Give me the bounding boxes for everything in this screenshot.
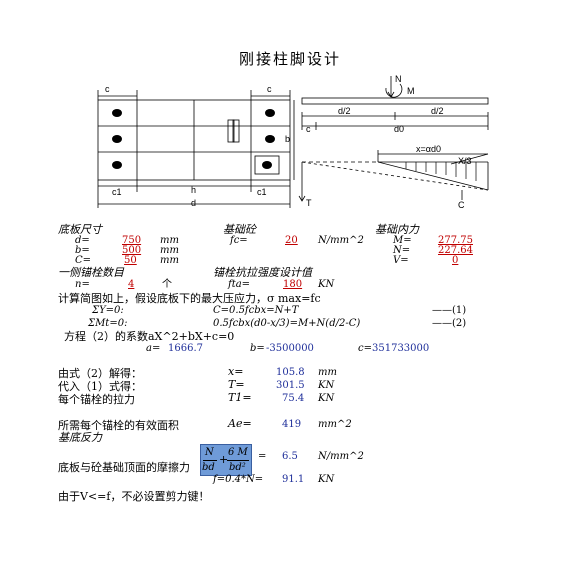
base-c-value[interactable]: 50: [124, 255, 137, 266]
pressure-unit: N/mm^2: [318, 451, 364, 462]
anchor-strength-label: fta=: [228, 279, 251, 290]
base-d-label: d=: [75, 235, 90, 246]
base-size-heading: 底板尺寸: [58, 223, 102, 236]
eq2-tag: ——(2): [432, 318, 467, 329]
force-m-value[interactable]: 277.75: [438, 235, 473, 246]
result-t-sym: T=: [228, 378, 245, 391]
result-t1-sym: T1=: [228, 391, 252, 404]
eq1-lhs: ΣY=0:: [92, 305, 124, 316]
formula-plus: +: [219, 453, 229, 466]
elev-dim-d-half-left: d/2: [338, 106, 351, 116]
anchor-strength-value[interactable]: 180: [283, 279, 303, 290]
base-d-value[interactable]: 750: [122, 235, 142, 246]
result-t-unit: KN: [318, 380, 335, 391]
result-t-desc: 代入（1）式得：: [58, 380, 142, 393]
coef-a-value: 1666.7: [168, 343, 203, 354]
friction-sym: f=0.4*N=: [213, 474, 264, 485]
anchor-count-heading: 一侧锚栓数目: [58, 266, 124, 279]
formula-den2: bd²: [229, 462, 246, 473]
coef-a-label: a=: [146, 343, 161, 354]
formula-num1: N: [205, 447, 214, 458]
formula-bar2: [227, 460, 249, 461]
force-n-label: N=: [393, 245, 411, 256]
result-x-sym: x=: [228, 365, 244, 378]
plan-dim-b: b: [285, 134, 290, 144]
base-b-label: b=: [75, 245, 90, 256]
coef-b-label: b=: [250, 343, 265, 354]
eq2-lhs: ΣMt=0:: [88, 318, 128, 329]
anchor-strength-unit: KN: [318, 279, 335, 290]
friction-value: 91.1: [282, 474, 305, 485]
plan-dim-c-right: c: [267, 84, 272, 94]
result-x-unit: mm: [318, 367, 337, 378]
elev-dim-x3: X/3: [458, 156, 472, 166]
elev-dim-x: x=αd0: [416, 144, 441, 154]
conclusion: 由于V<=f，不必设置剪力键！: [58, 490, 210, 503]
result-x-value: 105.8: [276, 367, 305, 378]
formula-bar1: [203, 460, 217, 461]
page-title: 刚接柱脚设计: [239, 50, 342, 68]
force-n-value[interactable]: 227.64: [438, 245, 473, 256]
plan-dim-c-left: c: [105, 84, 110, 94]
coef-c-label: c=: [358, 343, 372, 354]
eq1-tag: ——(1): [432, 305, 467, 316]
eq1-rhs: C=0.5fcbx=N+T: [213, 305, 299, 316]
area-desc: 所需每个锚栓的有效面积: [58, 419, 179, 432]
coef-intro: 方程（2）的系数aX^2+bX+c=0: [64, 330, 235, 343]
base-b-unit: mm: [160, 245, 179, 256]
friction-unit: KN: [318, 474, 335, 485]
reaction-heading: 基底反力: [58, 431, 102, 444]
elev-label-c: C: [458, 200, 465, 210]
concrete-value[interactable]: 20: [285, 235, 298, 246]
pressure-value: 6.5: [282, 451, 298, 462]
result-t1-value: 75.4: [282, 393, 305, 404]
calc-note: 计算简图如上，假设底板下的最大压应力，σ max=fc: [58, 292, 321, 305]
elev-label-n: N: [395, 74, 402, 84]
force-m-label: M=: [393, 235, 412, 246]
elev-label-m: M: [407, 86, 415, 96]
elev-dim-d-half-right: d/2: [431, 106, 444, 116]
coef-c-value: 351733000: [372, 343, 430, 354]
anchor-count-value[interactable]: 4: [128, 279, 135, 290]
anchor-count-label: n=: [75, 279, 90, 290]
result-x-desc: 由式（2）解得：: [58, 367, 142, 380]
result-t1-unit: KN: [318, 393, 335, 404]
result-t-value: 301.5: [276, 380, 305, 391]
base-d-unit: mm: [160, 235, 179, 246]
friction-desc: 底板与砼基础顶面的摩擦力: [58, 461, 190, 474]
elev-dim-d0: d0: [394, 124, 404, 134]
force-v-value[interactable]: 0: [452, 255, 459, 266]
base-plate-plan-diagram: c c b c1 h c1 d: [97, 84, 295, 208]
pressure-formula: N bd + 6 M bd²: [200, 444, 252, 476]
force-elevation-diagram: N M d/2 d/2 c d0 x=αd0 X/3 T C: [298, 74, 489, 210]
area-sym: Ae=: [228, 417, 252, 430]
plan-dim-c1-left: c1: [112, 187, 122, 197]
plan-dim-c1-right: c1: [257, 187, 267, 197]
coef-b-value: -3500000: [266, 343, 314, 354]
area-unit: mm^2: [318, 419, 352, 430]
plan-dim-d: d: [191, 198, 196, 208]
concrete-label: fc=: [230, 235, 248, 246]
force-v-label: V=: [393, 255, 409, 266]
formula-num2: 6 M: [228, 447, 248, 458]
base-c-label: C=: [75, 255, 92, 266]
base-c-unit: mm: [160, 255, 179, 266]
anchor-strength-heading: 锚栓抗拉强度设计值: [213, 266, 312, 279]
eq2-rhs: 0.5fcbx(d0-x/3)=M+N(d/2-C): [213, 318, 361, 329]
plan-dim-h: h: [191, 185, 196, 195]
concrete-unit: N/mm^2: [318, 235, 364, 246]
internal-force-heading: 基础内力: [375, 223, 419, 236]
elev-dim-c: c: [306, 124, 311, 134]
area-value: 419: [282, 419, 302, 430]
concrete-heading: 基础砼: [223, 223, 256, 236]
result-t1-desc: 每个锚栓的拉力: [58, 393, 135, 406]
anchor-count-unit: 个: [162, 279, 172, 290]
formula-den1: bd: [202, 462, 215, 473]
elev-label-t: T: [306, 198, 312, 208]
pressure-eq: =: [258, 451, 267, 462]
base-b-value[interactable]: 500: [122, 245, 142, 256]
